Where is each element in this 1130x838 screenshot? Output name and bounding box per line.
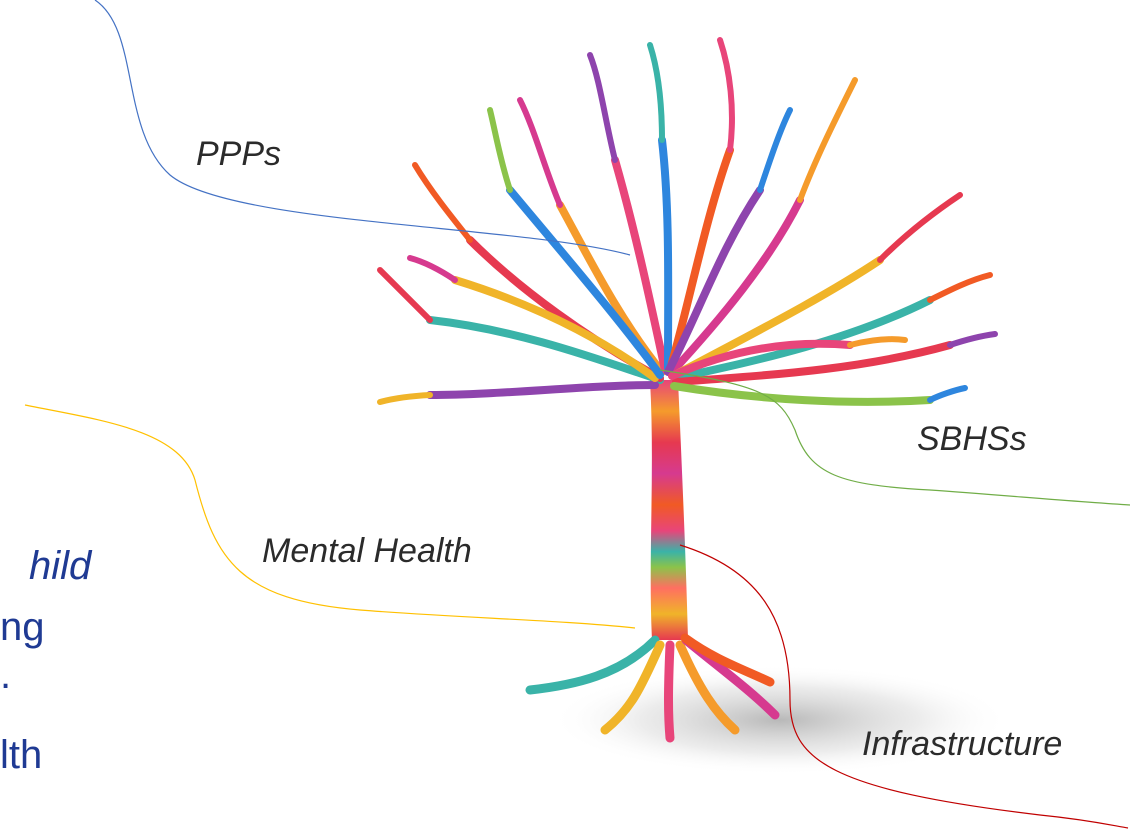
mental-health-connector-line xyxy=(24,404,636,629)
ppps-connector-line xyxy=(94,0,631,256)
label-mental-health: Mental Health xyxy=(262,532,472,570)
infrastructure-connector-line xyxy=(679,544,1129,829)
left-text-line-1: hild xyxy=(29,544,92,588)
sbhss-connector-line xyxy=(659,369,1130,506)
left-text-line-3: . xyxy=(0,653,12,697)
left-text-line-4: lth xyxy=(0,733,43,777)
left-text-line-2: ng xyxy=(0,605,45,649)
label-sbhss: SBHSs xyxy=(917,420,1027,458)
label-ppps: PPPs xyxy=(196,135,282,173)
label-infrastructure: Infrastructure xyxy=(862,725,1063,763)
